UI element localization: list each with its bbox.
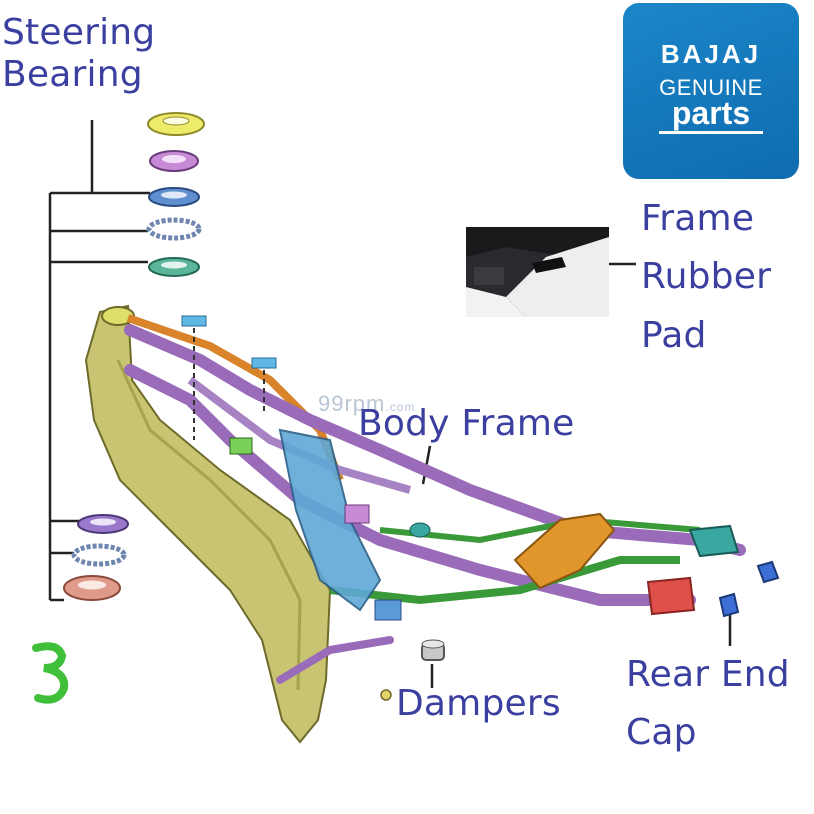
watermark-main: 99rpm (318, 391, 386, 416)
logo-brand: BAJAJ (660, 39, 762, 69)
steering-bearing-top-parts (146, 112, 205, 277)
body-frame (84, 304, 746, 744)
frame-rubber-pad-photo (466, 227, 609, 317)
green-clip-part (32, 642, 69, 704)
rear-label-line1: Rear End (626, 654, 790, 695)
steering-leader-lines (48, 120, 732, 688)
body-frame-label: Body Frame (358, 403, 575, 444)
logo-genuine: GENUINE (659, 75, 763, 100)
dampers-label: Dampers (396, 683, 561, 724)
watermark: 99rpm.com (318, 391, 415, 417)
bearing-balls (146, 217, 202, 241)
bajaj-genuine-parts-logo: BAJAJ GENUINE parts (623, 3, 799, 179)
rear-end-cap-label: Rear End Cap (626, 646, 790, 763)
rear-end-caps (718, 560, 780, 618)
steering-label-line1: Steering (2, 12, 156, 53)
frame-rubber-pads (181, 315, 277, 440)
watermark-suffix: .com (385, 400, 416, 414)
steering-bearing-bottom-parts (63, 514, 129, 601)
steering-bearing-label: Steering Bearing (2, 12, 155, 97)
frame-pad-label-line2: Rubber (641, 256, 772, 298)
dampers (380, 639, 445, 701)
bearing-balls-lower (71, 543, 127, 567)
frame-pad-label-line1: Frame (641, 198, 755, 239)
logo-parts: parts (671, 95, 751, 131)
rear-label-line2: Cap (626, 712, 697, 754)
logo-underline (659, 131, 763, 134)
frame-rubber-pad-label: Frame Rubber Pad (641, 190, 771, 365)
frame-pad-label-line3: Pad (641, 314, 707, 356)
steering-label-line2: Bearing (2, 54, 143, 96)
